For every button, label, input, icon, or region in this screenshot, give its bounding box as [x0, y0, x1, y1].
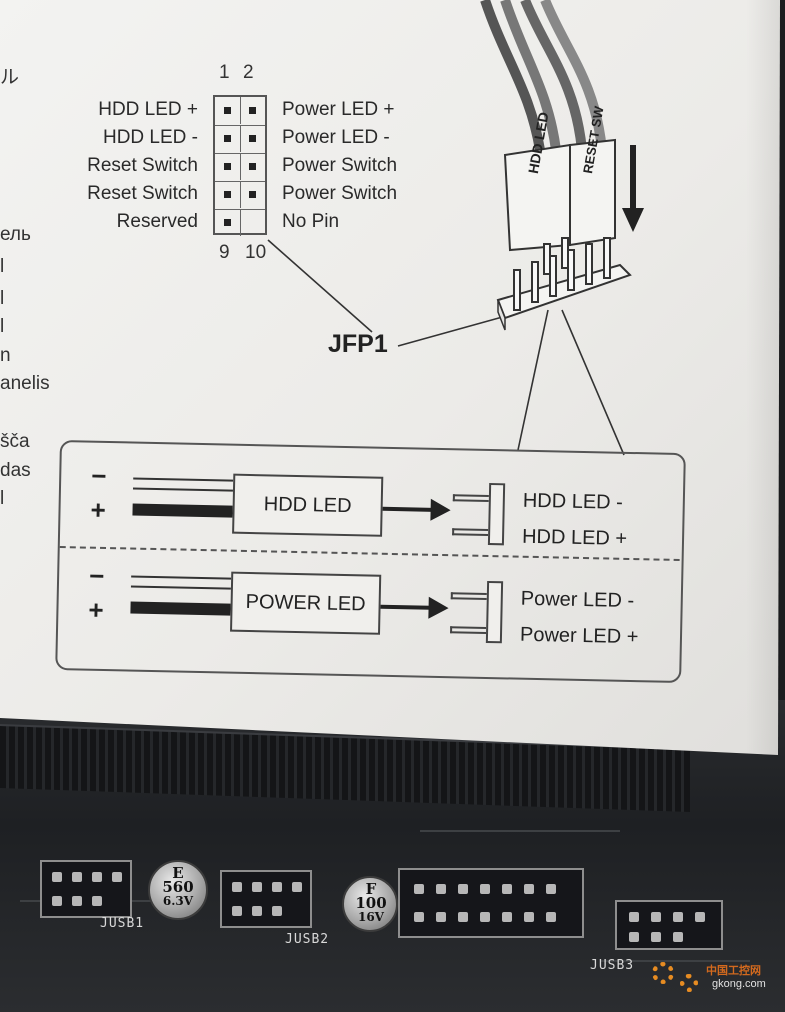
connector-block [487, 482, 506, 546]
pin-label-left: Reserved [116, 211, 198, 232]
board-label-jusb3: JUSB3 [590, 958, 635, 973]
side-text: šča [0, 431, 30, 452]
side-text: l [0, 488, 5, 509]
hdd-led-minus-label: HDD LED - [522, 489, 624, 514]
header-label: JFP1 [328, 330, 388, 358]
board-trace [600, 960, 750, 962]
pin-number: 9 [219, 242, 230, 263]
led-wiring-diagram: − + HDD LED HDD LED - HDD LED + − + POWE… [55, 440, 686, 684]
page-shadow [746, 0, 780, 760]
power-led-plus-label: Power LED + [519, 623, 639, 649]
pin-label-right: No Pin [282, 211, 340, 232]
gear-icon [652, 962, 674, 984]
usb-header-2 [220, 870, 312, 928]
pin-label-right: Power Switch [282, 183, 398, 204]
side-text: ель [0, 224, 31, 245]
side-text: l [0, 316, 5, 337]
pin-header-diagram [213, 95, 267, 236]
connector-block [485, 580, 504, 644]
pin-number: 2 [243, 62, 254, 83]
pin-label-left: HDD LED - [102, 127, 198, 148]
board-label-jusb2: JUSB2 [285, 932, 330, 947]
usb-header-1 [40, 860, 132, 918]
pin-label-right: Power LED + [282, 99, 395, 120]
board-trace [420, 830, 620, 832]
side-text: ル [0, 67, 20, 88]
pin-label-left: HDD LED + [98, 99, 198, 120]
side-text: anelis [0, 373, 50, 394]
side-text: l [0, 256, 5, 277]
plus-sign: + [90, 494, 107, 525]
hdd-led-box: HDD LED [232, 473, 384, 537]
power-led-minus-label: Power LED - [520, 587, 635, 613]
pin-label-left: Reset Switch [87, 155, 198, 176]
power-led-box: POWER LED [230, 571, 382, 635]
side-text: l [0, 288, 5, 309]
gear-icon [680, 974, 698, 992]
manual-page [0, 0, 780, 755]
usb-header-3 [398, 868, 584, 938]
pin-label-right: Power Switch [282, 155, 398, 176]
hdd-led-plus-label: HDD LED + [521, 525, 628, 550]
pin-label-left: Reset Switch [87, 183, 198, 204]
front-panel-header [615, 900, 723, 950]
watermark-brand: 中国工控网 [706, 965, 761, 977]
minus-sign: − [88, 560, 105, 591]
board-label-jusb1: JUSB1 [100, 916, 145, 931]
plus-sign: + [88, 594, 104, 625]
watermark-site: gkong.com [712, 978, 766, 990]
side-text: n [0, 345, 11, 366]
pin-label-right: Power LED - [282, 127, 390, 148]
minus-sign: − [90, 460, 107, 491]
side-text: das [0, 460, 31, 481]
connector-illustration [267, 0, 632, 456]
pin-number: 1 [219, 62, 230, 83]
pin-number: 10 [245, 242, 267, 263]
